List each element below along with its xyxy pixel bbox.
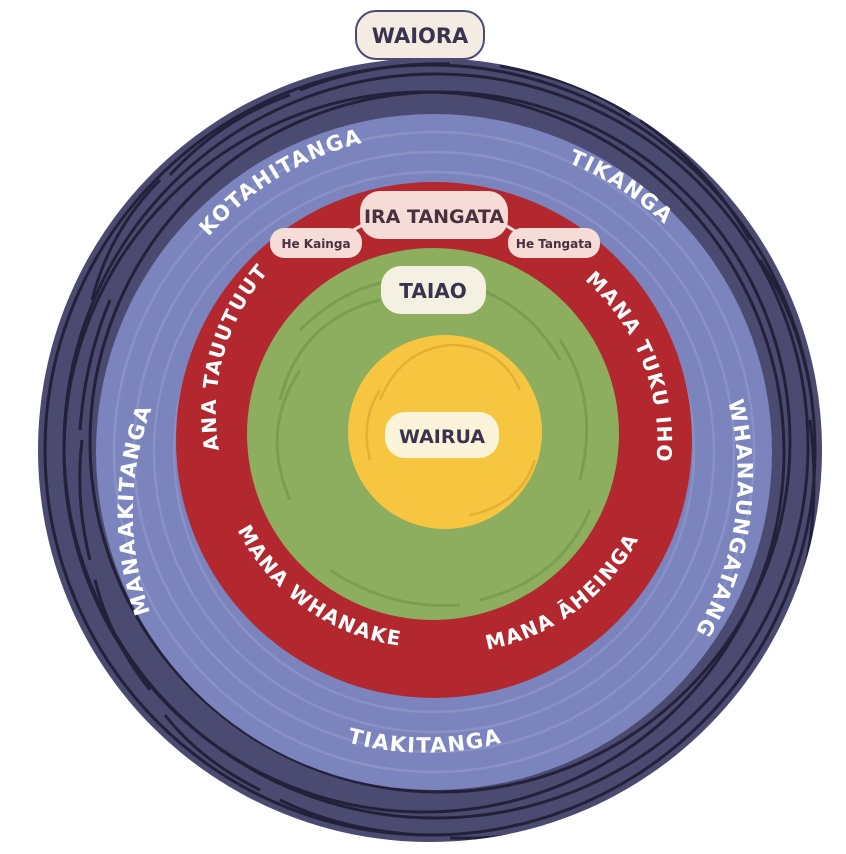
taiao-pill: TAIAO [381,266,486,314]
taiao-label: TAIAO [399,279,467,303]
ira-tangata-label: IRA TANGATA [364,206,504,228]
waiora-label: WAIORA [372,24,469,48]
he-tangata-pill [508,228,600,258]
he-tangata-label: He Tangata [516,237,592,251]
he-kainga-label: He Kainga [281,237,350,251]
wairua-label: WAIRUA [399,426,485,448]
he-kainga-pill [270,228,362,258]
taiao-pill-bg [381,266,486,314]
wairua-pill: WAIRUA [385,412,499,458]
waiora-pill: WAIORA [355,10,485,60]
ira-tangata-group: IRA TANGATA He Kainga He Tangata [270,191,600,258]
ira-tangata-pill [360,191,508,239]
waiora-pill-bg [355,10,485,60]
yellow-circle-pattern [365,343,537,517]
wairua-pill-bg [385,412,499,458]
